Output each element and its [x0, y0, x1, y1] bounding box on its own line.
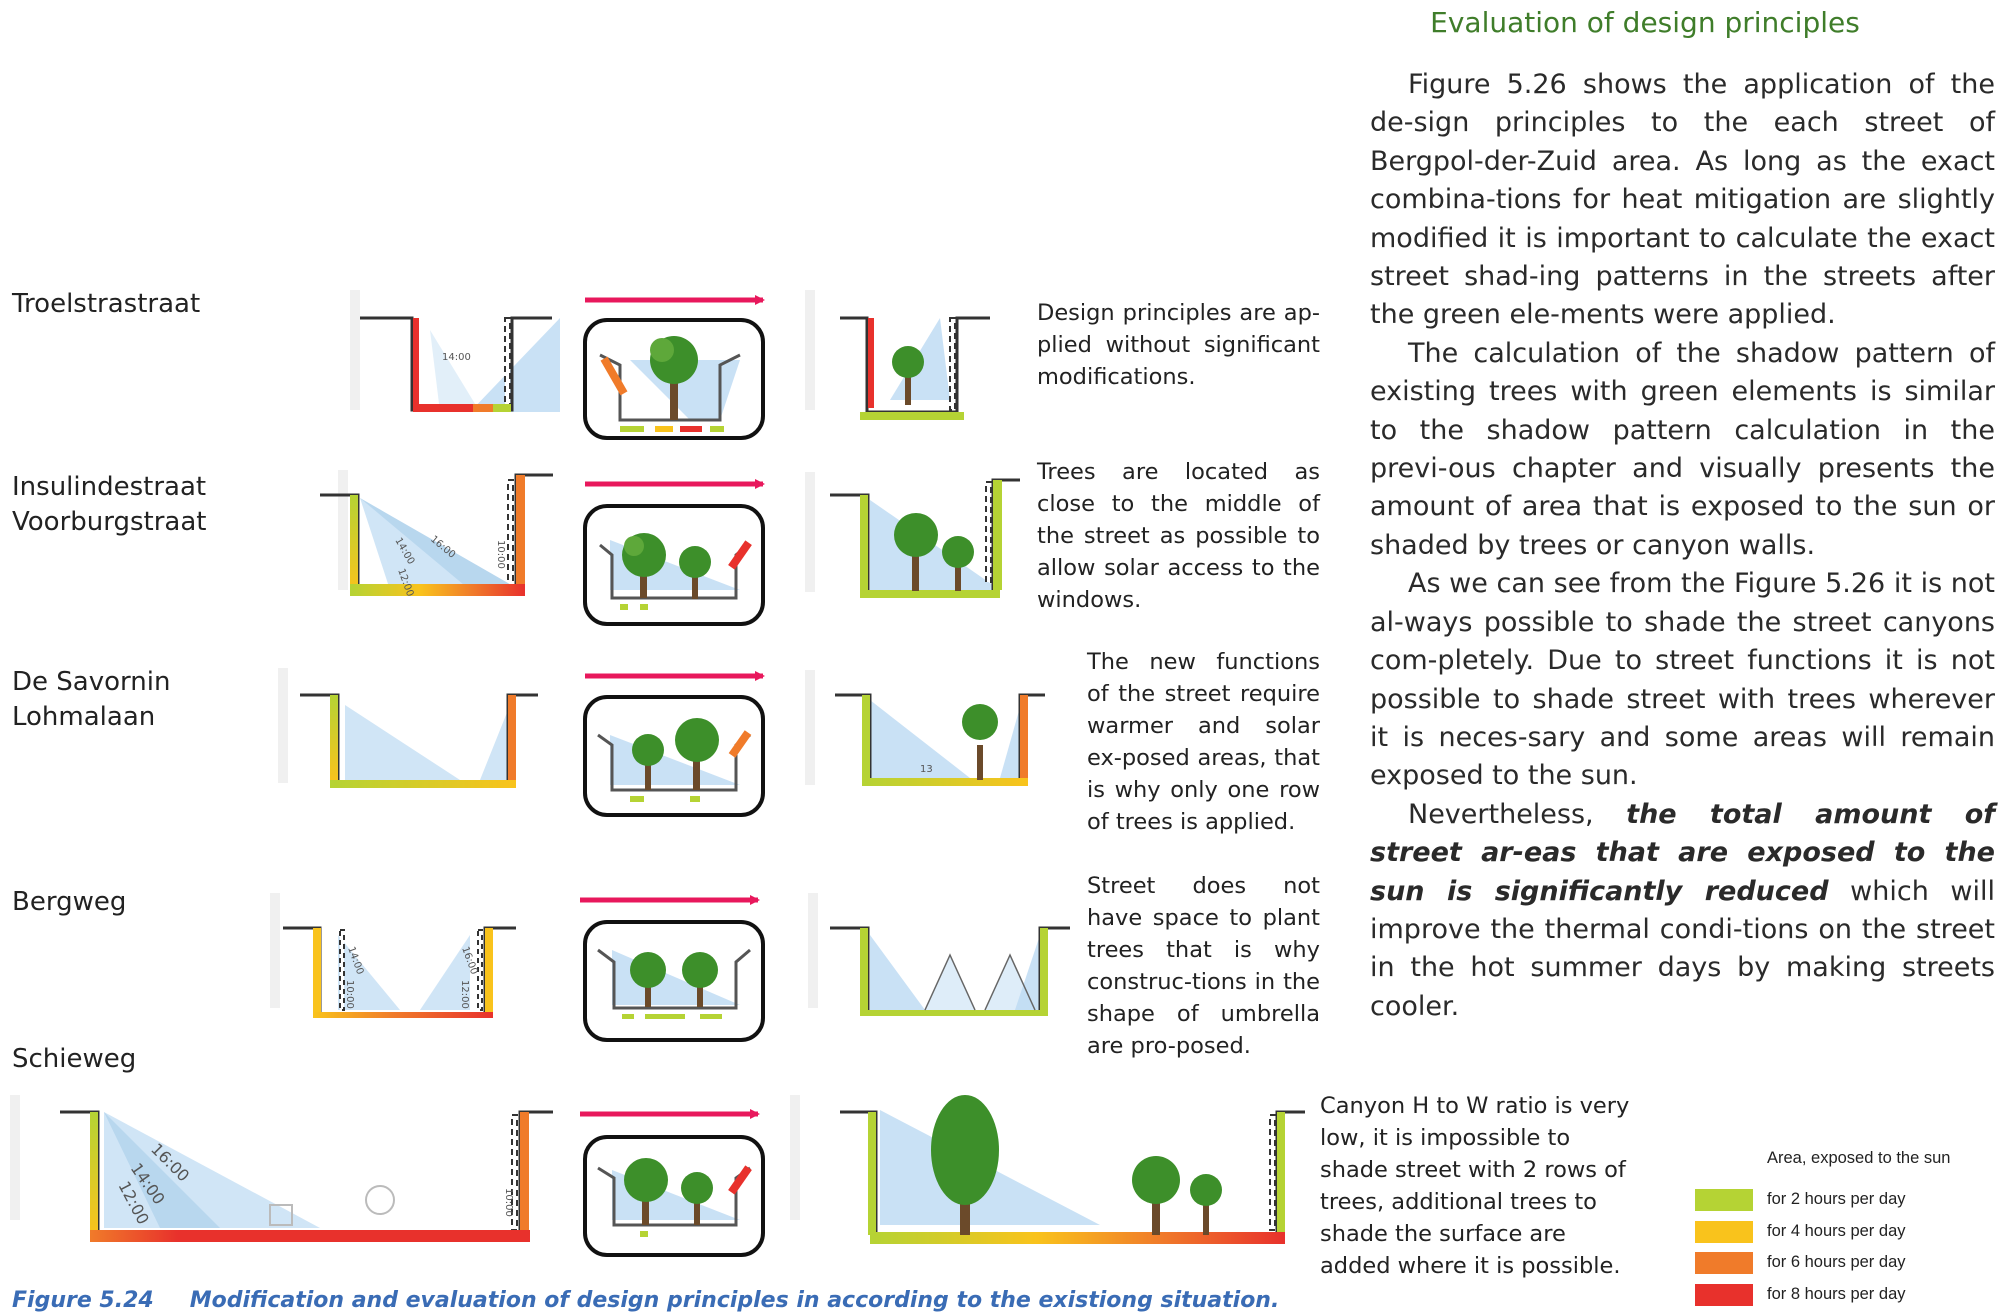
section-bergweg-after [808, 893, 1070, 1016]
body-text: Figure 5.26 shows the application of the… [1370, 66, 1995, 1026]
principle-box-insulindestraat [583, 504, 765, 626]
paragraph-4: Nevertheless, the total amount of street… [1370, 796, 1995, 1026]
street-name-bergweg: Bergweg [12, 887, 127, 917]
paragraph-3: As we can see from the Figure 5.26 it is… [1370, 568, 1995, 792]
section-schieweg-before: 16:00 14:00 12:00 10:00 [10, 1095, 553, 1242]
description-bergweg: Street does not have space to plant tree… [1087, 873, 1320, 1059]
principle-box-troelstrastraat [583, 318, 765, 440]
section-label-bergweg-2: 10:00 [344, 980, 355, 1009]
legend-swatch-red [1695, 1284, 1753, 1306]
section-label-savornin-after: 13 [920, 764, 933, 775]
street-sections-diagram: 14:00 14:00 16:00 12:00 [10, 290, 1305, 1257]
figure-number: Figure 5.24 [12, 1288, 154, 1313]
street-name-schieweg: Schieweg [12, 1044, 137, 1074]
street-name-voorburgstraat: Voorburgstraat [12, 507, 207, 537]
section-troelstrastraat-after [805, 290, 990, 420]
principle-box-schieweg [583, 1135, 765, 1257]
paragraph-4-suffix: which will improve the thermal condi-tio… [1370, 875, 1996, 1022]
street-name-insulindestraat: Insulindestraat [12, 472, 207, 502]
legend-swatch-yellow [1695, 1221, 1753, 1243]
legend-title: Area, exposed to the sun [1767, 1149, 1951, 1167]
description-schieweg: Canyon H to W ratio is very low, it is i… [1320, 1093, 1630, 1279]
principle-box-savornin [583, 695, 765, 817]
section-insulindestraat-before: 14:00 16:00 12:00 10:00 [320, 470, 553, 598]
description-de-savornin-lohmalaan: The new functions of the street require … [1087, 649, 1320, 835]
section-insulindestraat-after [805, 472, 1020, 598]
paragraph-4-prefix: Nevertheless, [1408, 798, 1627, 830]
street-name-troelstrastraat: Troelstrastraat [12, 289, 201, 319]
legend-label-2h: for 2 hours per day [1767, 1190, 1906, 1208]
section-troelstrastraat-before: 14:00 [350, 290, 560, 412]
legend-swatch-orange [1695, 1252, 1753, 1274]
section-label-schieweg-4: 10:00 [503, 1188, 514, 1217]
paragraph-4-emphasis: the total amount of street ar-eas that a… [1370, 798, 1995, 907]
description-insulindestraat: Trees are located as close to the middle… [1037, 459, 1320, 613]
street-name-de-savornin: De Savornin [12, 667, 171, 697]
paragraph-1: Figure 5.26 shows the application of the… [1370, 69, 1995, 331]
section-label-troelstrastraat-1: 14:00 [442, 352, 471, 363]
description-troelstrastraat: Design principles are ap-plied without s… [1037, 300, 1320, 390]
legend-swatch-green [1695, 1189, 1753, 1211]
street-name-lohmalaan: Lohmalaan [12, 702, 156, 732]
figure-caption-text: Modification and evaluation of design pr… [189, 1288, 1280, 1313]
legend-label-8h: for 8 hours per day [1767, 1285, 1906, 1303]
section-label-bergweg-4: 12:00 [459, 980, 470, 1009]
legend-label-4h: for 4 hours per day [1767, 1222, 1906, 1240]
section-label-insulindestraat-4: 10:00 [495, 540, 506, 569]
section-schieweg-after [790, 1095, 1305, 1244]
paragraph-2: The calculation of the shadow pattern of… [1370, 337, 1995, 561]
figure-caption: Figure 5.24 Modification and evaluation o… [12, 1288, 1279, 1313]
section-bergweg-before: 14:00 10:00 16:00 12:00 [270, 893, 516, 1018]
legend-label-6h: for 6 hours per day [1767, 1253, 1906, 1271]
section-savornin-before [278, 668, 538, 788]
section-savornin-after: 13 [805, 670, 1045, 786]
section-heading: Evaluation of design principles [1430, 6, 1860, 39]
principle-box-bergweg [583, 920, 765, 1042]
